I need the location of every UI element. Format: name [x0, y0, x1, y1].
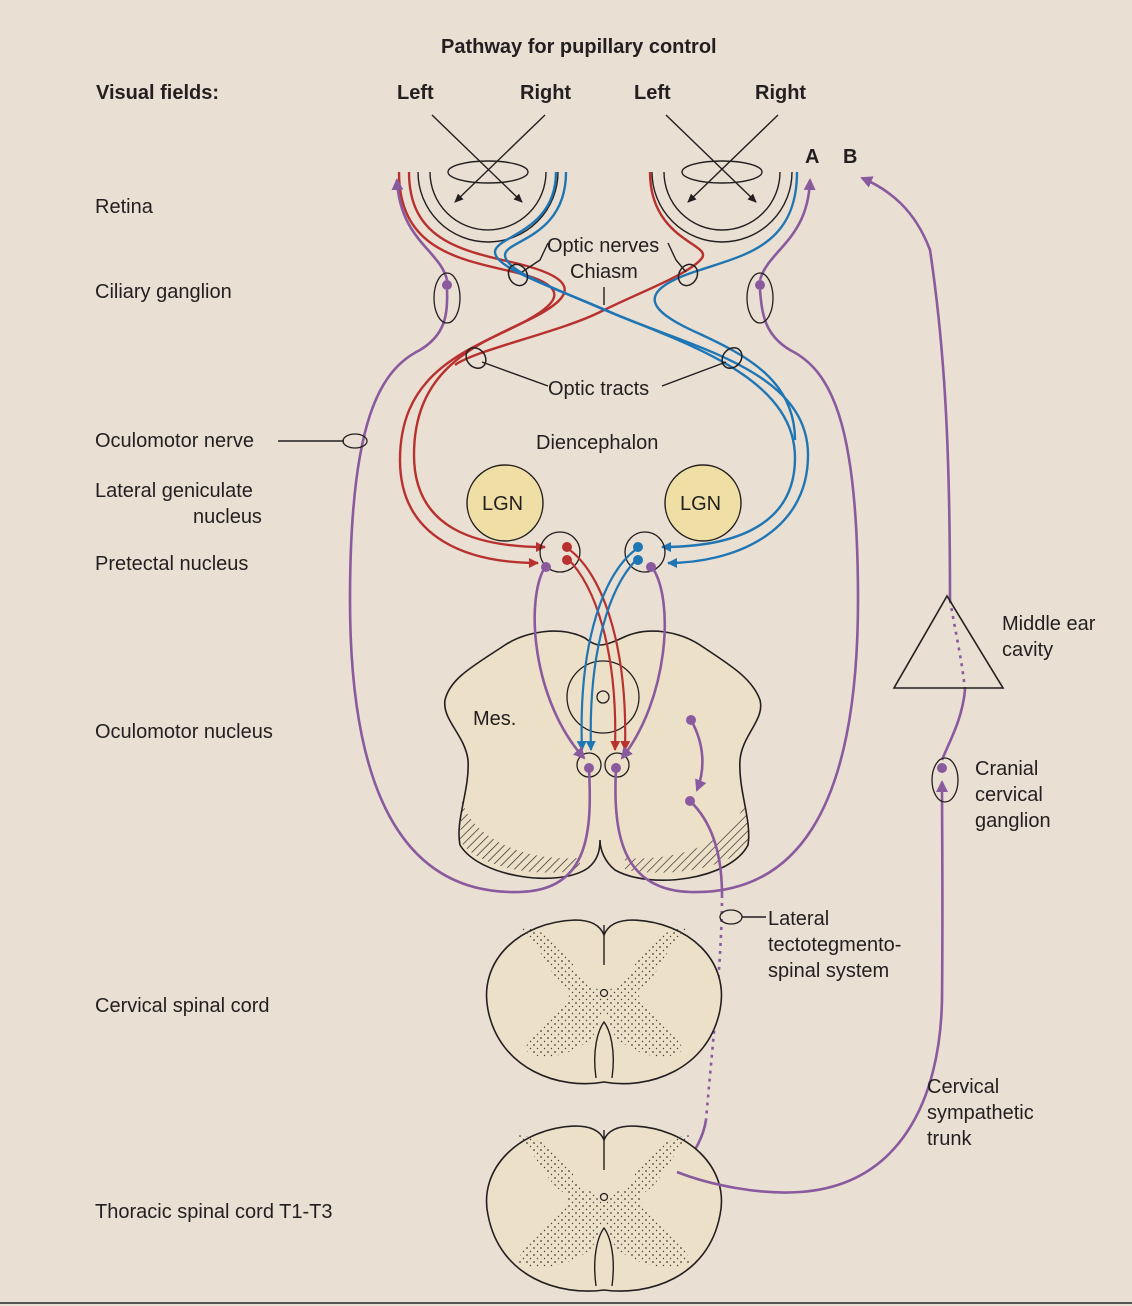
cranial-cervical-ganglion-oval — [931, 757, 959, 803]
label-middle-ear-1: Middle ear — [1002, 613, 1096, 635]
cervical-spinal-cord — [485, 919, 723, 1085]
blue-optic-pathway — [493, 171, 810, 568]
label-mes: Mes. — [473, 708, 517, 730]
midbrain-section — [444, 630, 762, 881]
red-optic-pathway — [397, 171, 705, 568]
left-eye — [417, 160, 559, 243]
label-ciliary-ganglion: Ciliary ganglion — [95, 281, 232, 303]
label-pretectal: Pretectal nucleus — [95, 553, 249, 575]
label-cranial-2: cervical — [975, 784, 1043, 806]
left-eye-left-field: Left — [397, 82, 434, 104]
pretecto-oculomotor-fibers — [566, 547, 639, 751]
label-chiasm: Chiasm — [570, 261, 638, 283]
label-lateral-1: Lateral — [768, 908, 830, 930]
pretectal-nuclei — [539, 531, 666, 573]
label-lateral-2: tectotegmento- — [768, 934, 902, 956]
label-retina: Retina — [95, 196, 153, 218]
marker-b: B — [843, 146, 858, 168]
label-lgn-right: LGN — [680, 493, 722, 515]
label-cranial-1: Cranial — [975, 758, 1039, 780]
purple-pretectal-loops — [533, 566, 666, 760]
middle-ear-triangle — [892, 594, 1005, 689]
diagram-title: Pathway for pupillary control — [441, 36, 717, 58]
right-eye-right-field: Right — [755, 82, 807, 104]
lateral-tract-ring — [719, 909, 743, 925]
oculomotor-nerve-pathways — [348, 178, 860, 894]
tract-rings — [465, 263, 743, 369]
sympathetic-pathway — [676, 176, 967, 1194]
thoracic-spinal-cord — [485, 1125, 723, 1292]
label-lateral-3: spinal system — [768, 960, 890, 982]
label-cervical-trunk-2: sympathetic — [927, 1102, 1034, 1124]
label-oculomotor-nucleus: Oculomotor nucleus — [95, 721, 273, 743]
leader-lines — [278, 242, 766, 918]
label-oculomotor-nerve: Oculomotor nerve — [95, 430, 254, 452]
label-lgn-left: LGN — [482, 493, 524, 515]
right-eye — [651, 160, 793, 243]
lgn-nuclei — [466, 464, 742, 542]
label-thoracic-cord: Thoracic spinal cord T1-T3 — [95, 1201, 333, 1223]
visual-field-arrows — [431, 114, 779, 203]
label-optic-tracts: Optic tracts — [548, 378, 650, 400]
left-eye-right-field: Right — [520, 82, 572, 104]
label-cervical-cord: Cervical spinal cord — [95, 995, 270, 1017]
label-lgn-line2: nucleus — [193, 506, 262, 528]
label-optic-nerves: Optic nerves — [547, 235, 660, 257]
marker-a: A — [805, 146, 820, 168]
right-eye-left-field: Left — [634, 82, 671, 104]
ciliary-ganglia — [342, 272, 774, 449]
label-cervical-trunk-3: trunk — [927, 1128, 972, 1150]
label-lgn-line1: Lateral geniculate — [95, 480, 253, 502]
label-cranial-3: ganglion — [975, 810, 1051, 832]
label-middle-ear-2: cavity — [1002, 639, 1054, 661]
visual-fields-heading: Visual fields: — [96, 82, 220, 104]
label-cervical-trunk-1: Cervical — [927, 1076, 1000, 1098]
bottom-border — [0, 1302, 1132, 1304]
label-diencephalon: Diencephalon — [536, 432, 659, 454]
